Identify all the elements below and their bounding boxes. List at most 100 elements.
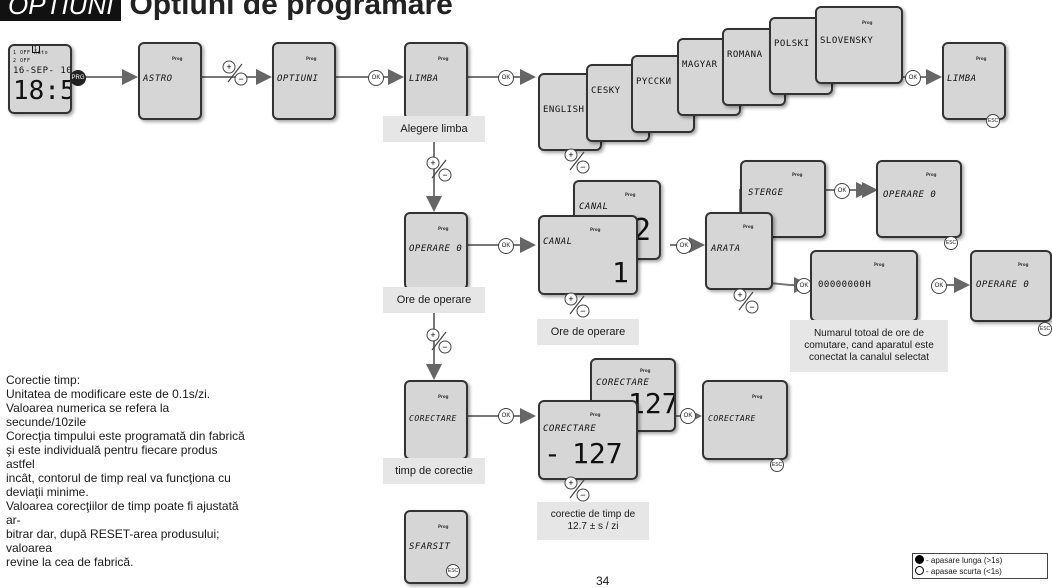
para-line: revine la cea de fabrică. xyxy=(6,555,134,569)
corectie-zi-line-1: corectie de timp de xyxy=(550,509,636,520)
para-line: Corecţia timpului este programată din fa… xyxy=(6,429,245,443)
legend-long-text: - apasare lunga (>1s) xyxy=(926,556,1003,565)
svg-text:−: − xyxy=(580,490,585,500)
svg-text:+: + xyxy=(568,150,573,160)
ok-icon: OK xyxy=(931,278,947,294)
screen-arata: Prog ARATA xyxy=(705,212,773,290)
screen-operare-sterge: Prog OPERARE 0 xyxy=(876,160,962,238)
prog-indicator: Prog xyxy=(926,172,937,177)
lang-english: ENGLISH xyxy=(543,105,585,115)
limba-result-label: LIMBA xyxy=(947,74,977,84)
para-line: şi este individuală pentru fiecare produ… xyxy=(6,443,218,471)
home-line2: 2 OFF xyxy=(13,58,31,64)
esc-icon: ESC xyxy=(770,458,784,472)
lang-russian: PYCCKИ xyxy=(636,77,672,87)
prog-indicator: Prog xyxy=(976,56,987,61)
screen-astro: Prog ASTRO xyxy=(138,42,202,120)
esc-icon: ESC xyxy=(944,236,958,250)
home-date: 16-SEP- 10 xyxy=(13,66,72,76)
sfarsit-label: SFARSIT xyxy=(409,542,451,552)
prog-indicator: Prog xyxy=(792,172,803,177)
home-screen: 1 OFF Auto 2 OFF 1 16-SEP- 10 18:52 xyxy=(8,44,72,114)
corectare-result-label: CORECTARE xyxy=(708,414,756,423)
corectare-neg-label: CORECTARE xyxy=(543,424,597,434)
plus-minus-icon: + − xyxy=(733,288,759,314)
esc-icon: ESC xyxy=(1038,322,1052,336)
ok-icon: OK xyxy=(368,70,384,86)
prog-indicator: Prog xyxy=(640,368,651,373)
svg-text:−: − xyxy=(442,342,447,352)
legend: - apasare lunga (>1s) - apasae scurta (<… xyxy=(912,553,1048,579)
para-line: Valoarea numerica se refera la secunde/1… xyxy=(6,401,170,429)
screen-corectare: Prog CORECTARE xyxy=(404,380,468,460)
home-time: 18:52 xyxy=(13,76,70,106)
operare-arata-label: OPERARE 0 xyxy=(976,280,1030,290)
screen-limba: Prog LIMBA xyxy=(404,42,468,120)
corectare-neg-value: 127 xyxy=(572,437,623,470)
prog-indicator: Prog xyxy=(752,394,763,399)
ok-icon: OK xyxy=(498,408,514,424)
prog-indicator: Prog xyxy=(438,394,449,399)
label-ore-de-operare-1: Ore de operare xyxy=(383,287,485,313)
screen-sfarsit: Prog SFARSIT xyxy=(404,510,468,584)
para-line: deviaţii minime. xyxy=(6,485,89,499)
prog-indicator: Prog xyxy=(590,412,601,417)
filled-dot-icon xyxy=(915,555,924,564)
limba-label: LIMBA xyxy=(409,74,439,84)
svg-text:−: − xyxy=(442,170,447,180)
lang-romana: ROMANA xyxy=(727,50,763,60)
lang-cesky: CESKY xyxy=(591,86,621,96)
svg-text:+: + xyxy=(226,62,231,72)
svg-text:+: + xyxy=(430,330,435,340)
svg-text:−: − xyxy=(238,74,243,84)
canal-label-2: CANAL xyxy=(579,202,609,212)
svg-text:+: + xyxy=(568,478,573,488)
home-line1: 1 OFF Auto xyxy=(13,50,49,56)
optiuni-label: OPTIUNI xyxy=(277,74,319,84)
prog-indicator: Prog xyxy=(743,224,754,229)
prog-indicator: Prog xyxy=(1018,262,1029,267)
prg-button-icon: PRG xyxy=(70,70,86,86)
screen-limba-result: Prog LIMBA xyxy=(942,42,1006,120)
legend-long: - apasare lunga (>1s) xyxy=(915,555,1045,566)
plus-minus-icon: + − xyxy=(564,476,590,502)
numar-ore-line-3: conectat la canalul selectat xyxy=(808,352,930,363)
title-badge: OPTIUNI xyxy=(0,0,122,21)
svg-text:−: − xyxy=(580,162,585,172)
label-numar-ore: Numarul totoal de ore de comutare, cand … xyxy=(790,320,948,372)
svg-text:−: − xyxy=(580,306,585,316)
astro-label: ASTRO xyxy=(143,74,173,84)
label-alegere-limba: Alegere limba xyxy=(383,116,485,142)
legend-short-text: - apasae scurta (<1s) xyxy=(926,567,1002,576)
lang-magyar: MAGYAR xyxy=(682,60,718,70)
prog-indicator: Prog xyxy=(438,56,449,61)
screen-optiuni: Prog OPTIUNI xyxy=(272,42,336,120)
correction-description: Corectie timp: Unitatea de modificare es… xyxy=(6,373,248,569)
para-line: incât, contorul de timp real va funcţion… xyxy=(6,471,231,485)
plus-minus-icon: + − xyxy=(426,156,452,182)
prog-indicator: Prog xyxy=(590,227,601,232)
ok-icon: OK xyxy=(498,70,514,86)
label-corectie-zi: corectie de timp de 12.7 ± s / zi xyxy=(537,502,649,540)
plus-minus-icon: + − xyxy=(564,292,590,318)
screen-operare-arata: Prog OPERARE 0 xyxy=(970,250,1052,322)
lang-screen-slovensky: Prog SLOVENSKY xyxy=(815,6,903,84)
screen-counter: Prog 00000000H xyxy=(810,250,918,322)
canal-number-1: 1 xyxy=(612,256,629,289)
corectare-label: CORECTARE xyxy=(409,414,457,423)
home-tag: 1 xyxy=(32,46,40,53)
ok-icon: OK xyxy=(680,408,696,424)
svg-text:−: − xyxy=(749,302,754,312)
prog-indicator: Prog xyxy=(438,226,449,231)
para-line: bitrar dar, după RESET-area produsului; … xyxy=(6,527,220,555)
label-timp-de-corectie: timp de corectie xyxy=(383,458,485,484)
esc-icon: ESC xyxy=(986,114,1000,128)
plus-minus-icon: + − xyxy=(564,148,590,174)
numar-ore-line-2: comutare, cand aparatul este xyxy=(804,340,934,351)
plus-minus-icon: + − xyxy=(426,328,452,354)
corectare-neg-sign: - xyxy=(544,437,561,470)
arata-label: ARATA xyxy=(711,244,741,254)
label-ore-de-operare-2: Ore de operare xyxy=(537,319,639,345)
legend-short: - apasae scurta (<1s) xyxy=(915,566,1045,577)
